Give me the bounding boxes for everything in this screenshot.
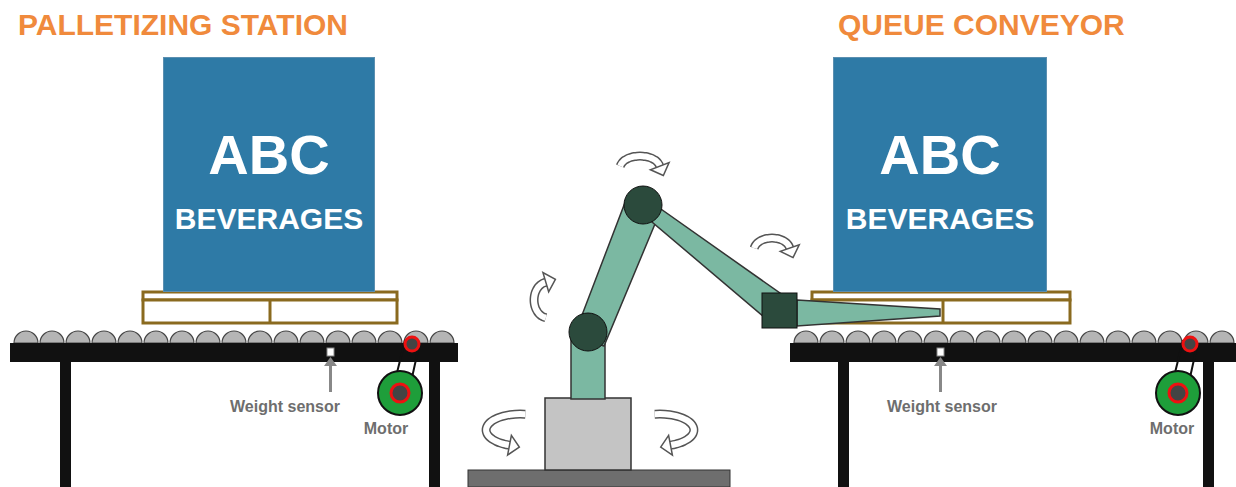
brand-name: ABC	[879, 124, 1000, 186]
product-box: ABC BEVERAGES	[163, 57, 375, 292]
product-box: ABC BEVERAGES	[833, 57, 1047, 292]
motor-label: Motor	[364, 420, 408, 438]
sensor-label: Weight sensor	[887, 398, 997, 416]
right-conveyor	[790, 331, 1236, 487]
sensor-label: Weight sensor	[230, 398, 340, 416]
pallet	[143, 292, 397, 323]
station-title: PALLETIZING STATION	[18, 8, 348, 42]
motor	[1156, 337, 1200, 415]
brand-subtitle: BEVERAGES	[175, 202, 363, 235]
motor	[378, 337, 422, 415]
weight-sensor	[934, 348, 947, 392]
station-title: QUEUE CONVEYOR	[838, 8, 1125, 42]
weight-sensor	[324, 348, 337, 392]
motor-label: Motor	[1150, 420, 1194, 438]
brand-name: ABC	[208, 124, 329, 186]
left-conveyor	[10, 331, 458, 487]
brand-subtitle: BEVERAGES	[846, 202, 1034, 235]
